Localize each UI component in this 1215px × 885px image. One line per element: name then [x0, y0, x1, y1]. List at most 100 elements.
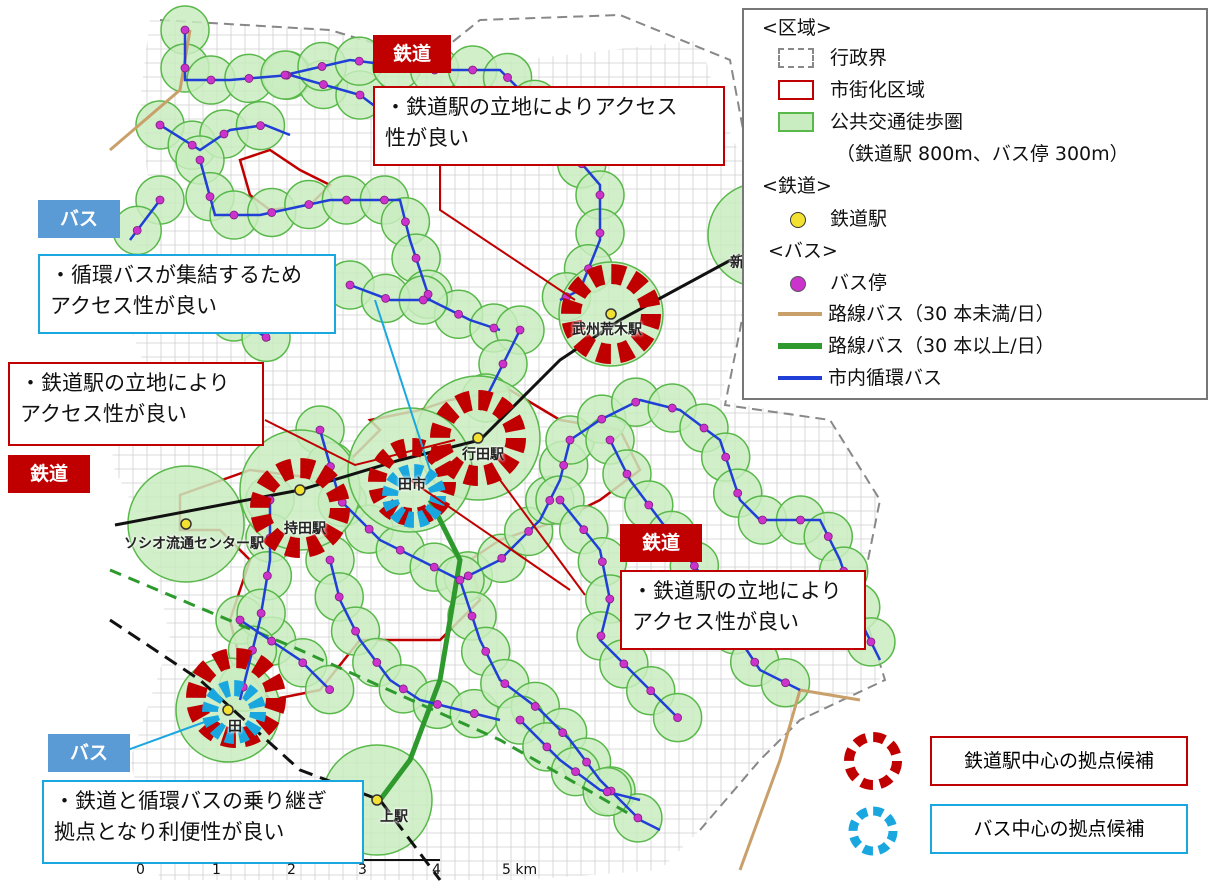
loop-bus-route — [159, 123, 291, 152]
rail-candidate-legend-icon — [844, 732, 902, 790]
bus-stop-marker — [244, 74, 254, 83]
rail-candidate-ring — [430, 390, 526, 486]
bus-stop-marker — [469, 709, 479, 718]
bus-stop-marker — [401, 217, 410, 227]
walk-zone-swatch — [778, 112, 814, 132]
bus-stop-marker — [515, 325, 525, 335]
station-swatch-icon — [790, 212, 806, 228]
callout-rail-top: ・鉄道駅の立地によりアクセス 性が良い — [373, 86, 725, 166]
bus-stop-marker — [596, 631, 606, 641]
bus-stop-marker — [256, 608, 266, 618]
bus-stop-marker — [355, 90, 365, 100]
bus-stop-marker — [319, 80, 328, 89]
bus-stop-marker — [280, 70, 290, 80]
bus-stop-marker — [155, 195, 165, 205]
callout-rail-left: ・鉄道駅の立地により アクセス性が良い — [8, 362, 264, 446]
station-label-bushu-araki: 武州荒木駅 — [572, 322, 642, 338]
bus-stop-marker — [646, 686, 656, 696]
bus-stop-marker — [530, 702, 540, 711]
bus-stop-marker — [180, 63, 190, 73]
bus-stop-marker — [497, 553, 507, 563]
bus-stop-marker — [733, 488, 743, 498]
rail-line-south — [109, 618, 442, 881]
loop-bus-route — [458, 579, 661, 832]
bus-stop-marker — [667, 403, 677, 413]
bus-stop-group — [132, 25, 876, 823]
leader-lines — [99, 165, 586, 761]
station-label-gyoda: 行田駅 — [462, 447, 504, 463]
bus-stop-marker — [206, 75, 216, 85]
urbanization-area-swatch — [778, 80, 814, 100]
callout-rail-right: ・鉄道駅の立地により アクセス性が良い — [620, 570, 866, 650]
tag-rail-right: 鉄道 — [620, 524, 702, 562]
legend-bus-stop: バス停 — [830, 272, 888, 294]
station-label-fukiage: 上駅 — [380, 809, 408, 825]
loop-bus-swatch — [778, 376, 822, 380]
station-label-mochida: 持田駅 — [284, 521, 326, 537]
bus-stop-marker — [750, 657, 760, 667]
bus-stop-marker — [381, 293, 390, 303]
bus-stop-marker — [597, 414, 607, 424]
station-label-shin: 新 — [730, 255, 744, 271]
bus-stop-marker — [195, 155, 205, 165]
rail-candidate-ring — [561, 264, 661, 364]
bus-stop-marker — [267, 636, 277, 646]
legend-route-bus-high: 路線バス（30 本以上/日） — [828, 335, 1055, 357]
station-markers — [180, 308, 617, 806]
bus-stop-marker — [433, 699, 442, 709]
scale-0: 0 — [136, 862, 145, 878]
station-label-sosio: ソシオ流通センター駅 — [124, 536, 264, 552]
bus-stop-marker — [633, 813, 643, 823]
bus-stop-marker — [631, 397, 641, 407]
tag-bus-bottom: バス — [48, 734, 130, 772]
expressway-dashed — [109, 568, 641, 822]
bus-stop-marker — [468, 65, 478, 75]
scale-2: 2 — [287, 862, 296, 878]
bus-stop-marker — [351, 626, 360, 636]
route-bus-low-south — [738, 688, 861, 871]
bus-stop-marker — [334, 592, 344, 602]
station-label-gyoda-shi: 田市 — [398, 477, 426, 493]
route-bus-high — [378, 498, 463, 802]
bus-stop-marker — [503, 73, 512, 82]
scale-5km: 5 km — [502, 862, 538, 878]
bus-stop-marker — [455, 575, 465, 585]
bus-stop-marker — [689, 561, 699, 571]
tag-rail-top: 鉄道 — [373, 35, 451, 73]
legend-rail-header: <鉄道> — [762, 175, 832, 197]
bus-stop-swatch-icon — [790, 276, 806, 292]
bus-stop-marker — [298, 658, 308, 668]
scale-3: 3 — [358, 862, 367, 878]
scale-1: 1 — [212, 862, 221, 878]
bus-stop-marker — [235, 615, 245, 625]
legend-urbanization-area: 市街化区域 — [830, 79, 926, 101]
bus-stop-marker — [304, 200, 314, 209]
bus-candidate-ring — [382, 464, 446, 528]
loop-bus-route — [349, 283, 430, 302]
route-high-swatch — [778, 343, 822, 349]
bus-stop-marker — [605, 594, 615, 604]
bus-stop-marker — [262, 571, 272, 581]
bus-candidate-legend-icon — [848, 806, 898, 856]
bus-stop-marker — [699, 423, 709, 433]
bus-stop-marker — [467, 611, 477, 621]
bus-stop-marker — [429, 562, 439, 572]
bus-stop-marker — [571, 767, 580, 777]
bus-stop-marker — [315, 425, 325, 435]
bus-stop-marker — [267, 208, 277, 217]
bus-stop-marker — [398, 684, 408, 694]
bus-stop-marker — [597, 557, 607, 567]
callout-bus-left-top: ・循環バスが集結するため アクセス性が良い — [38, 254, 336, 334]
bus-candidate-ring — [202, 680, 266, 744]
bus-stop-marker — [524, 526, 534, 536]
bus-stop-marker — [364, 524, 374, 534]
bus-stop-marker — [515, 715, 525, 725]
bus-stop-marker — [545, 496, 555, 505]
rail-candidate-ring — [250, 458, 350, 558]
bus-stop-marker — [555, 495, 565, 505]
loop-bus-route — [519, 719, 641, 802]
bus-stop-marker — [342, 195, 351, 205]
bus-stop-marker — [205, 192, 215, 202]
bus-stop-marker — [325, 685, 335, 695]
bus-stop-marker — [395, 545, 405, 555]
